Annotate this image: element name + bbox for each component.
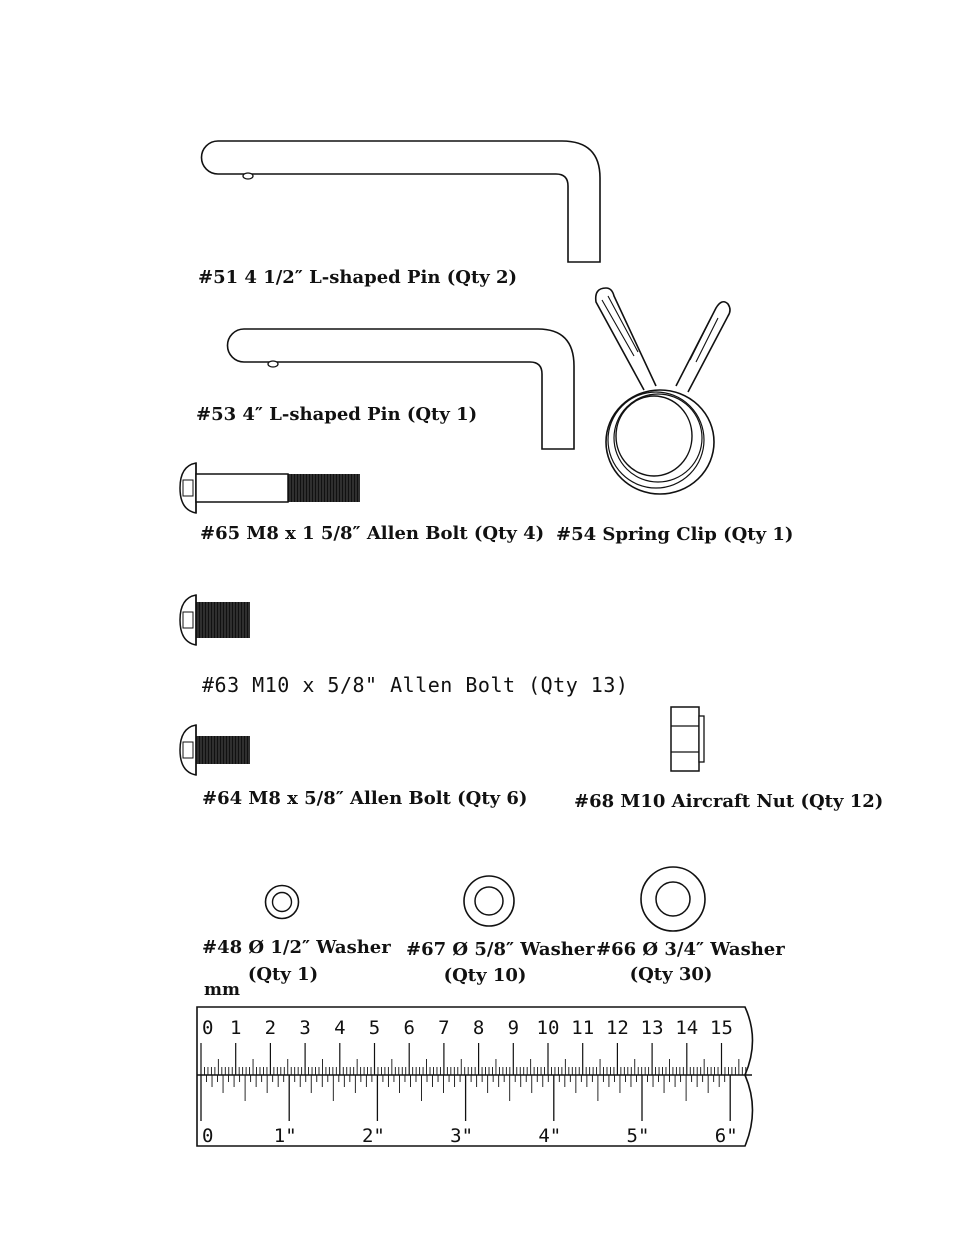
part-label-64: #64 M8 x 5/8″ Allen Bolt (Qty 6) <box>202 788 528 809</box>
washer-icon <box>463 875 515 927</box>
part-qty-48: (Qty 1) <box>247 964 319 985</box>
part-qty-67: (Qty 10) <box>443 965 527 986</box>
ruler-cm-label: 1 <box>230 1017 241 1039</box>
ruler-inch-label: 5" <box>627 1125 650 1147</box>
ruler-unit-label: mm <box>204 980 240 1000</box>
ruler-inch-label: 6" <box>715 1125 738 1147</box>
ruler-cm-label: 14 <box>675 1017 698 1039</box>
washer-icon <box>264 884 300 920</box>
ruler-cm-label: 13 <box>641 1017 664 1039</box>
ruler-cm-label: 5 <box>369 1017 380 1039</box>
part-label-53: #53 4″ L-shaped Pin (Qty 1) <box>196 404 478 425</box>
l-shaped-pin-icon <box>226 328 575 450</box>
ruler-cm-label: 10 <box>537 1017 560 1039</box>
ruler-inch-label: 3" <box>450 1125 473 1147</box>
part-label-66: #66 Ø 3/4″ Washer <box>596 939 785 960</box>
ruler-cm-label: 3 <box>299 1017 310 1039</box>
ruler-inch-label: 0 <box>202 1125 213 1147</box>
part-label-65: #65 M8 x 1 5/8″ Allen Bolt (Qty 4) <box>200 523 545 544</box>
ruler-inch-label: 4" <box>538 1125 561 1147</box>
ruler-inch-label: 1" <box>274 1125 297 1147</box>
ruler-cm-label: 12 <box>606 1017 629 1039</box>
ruler-cm-label: 9 <box>508 1017 519 1039</box>
l-shaped-pin-icon <box>200 140 601 263</box>
part-label-54: #54 Spring Clip (Qty 1) <box>556 524 794 545</box>
ruler-inch-label: 2" <box>362 1125 385 1147</box>
ruler-cm-label: 15 <box>710 1017 733 1039</box>
part-label-63: #63 M10 x 5/8" Allen Bolt (Qty 13) <box>202 673 629 697</box>
spring-clip-icon <box>594 287 731 495</box>
allen-bolt-icon <box>179 594 250 646</box>
ruler-cm-label: 4 <box>334 1017 345 1039</box>
part-label-51: #51 4 1/2″ L-shaped Pin (Qty 2) <box>198 267 518 288</box>
aircraft-nut-icon <box>670 706 705 772</box>
part-qty-66: (Qty 30) <box>629 964 713 985</box>
ruler-cm-label: 11 <box>571 1017 594 1039</box>
part-label-68: #68 M10 Aircraft Nut (Qty 12) <box>574 791 884 812</box>
allen-bolt-icon <box>179 462 360 514</box>
ruler-cm-label: 8 <box>473 1017 484 1039</box>
part-label-67: #67 Ø 5/8″ Washer <box>406 939 595 960</box>
ruler-cm-label: 0 <box>202 1017 213 1039</box>
ruler-cm-label: 7 <box>438 1017 449 1039</box>
ruler-cm-label: 2 <box>265 1017 276 1039</box>
ruler-cm-label: 6 <box>403 1017 414 1039</box>
part-label-48: #48 Ø 1/2″ Washer <box>202 937 391 958</box>
washer-icon <box>640 866 706 932</box>
allen-bolt-icon <box>179 724 250 776</box>
